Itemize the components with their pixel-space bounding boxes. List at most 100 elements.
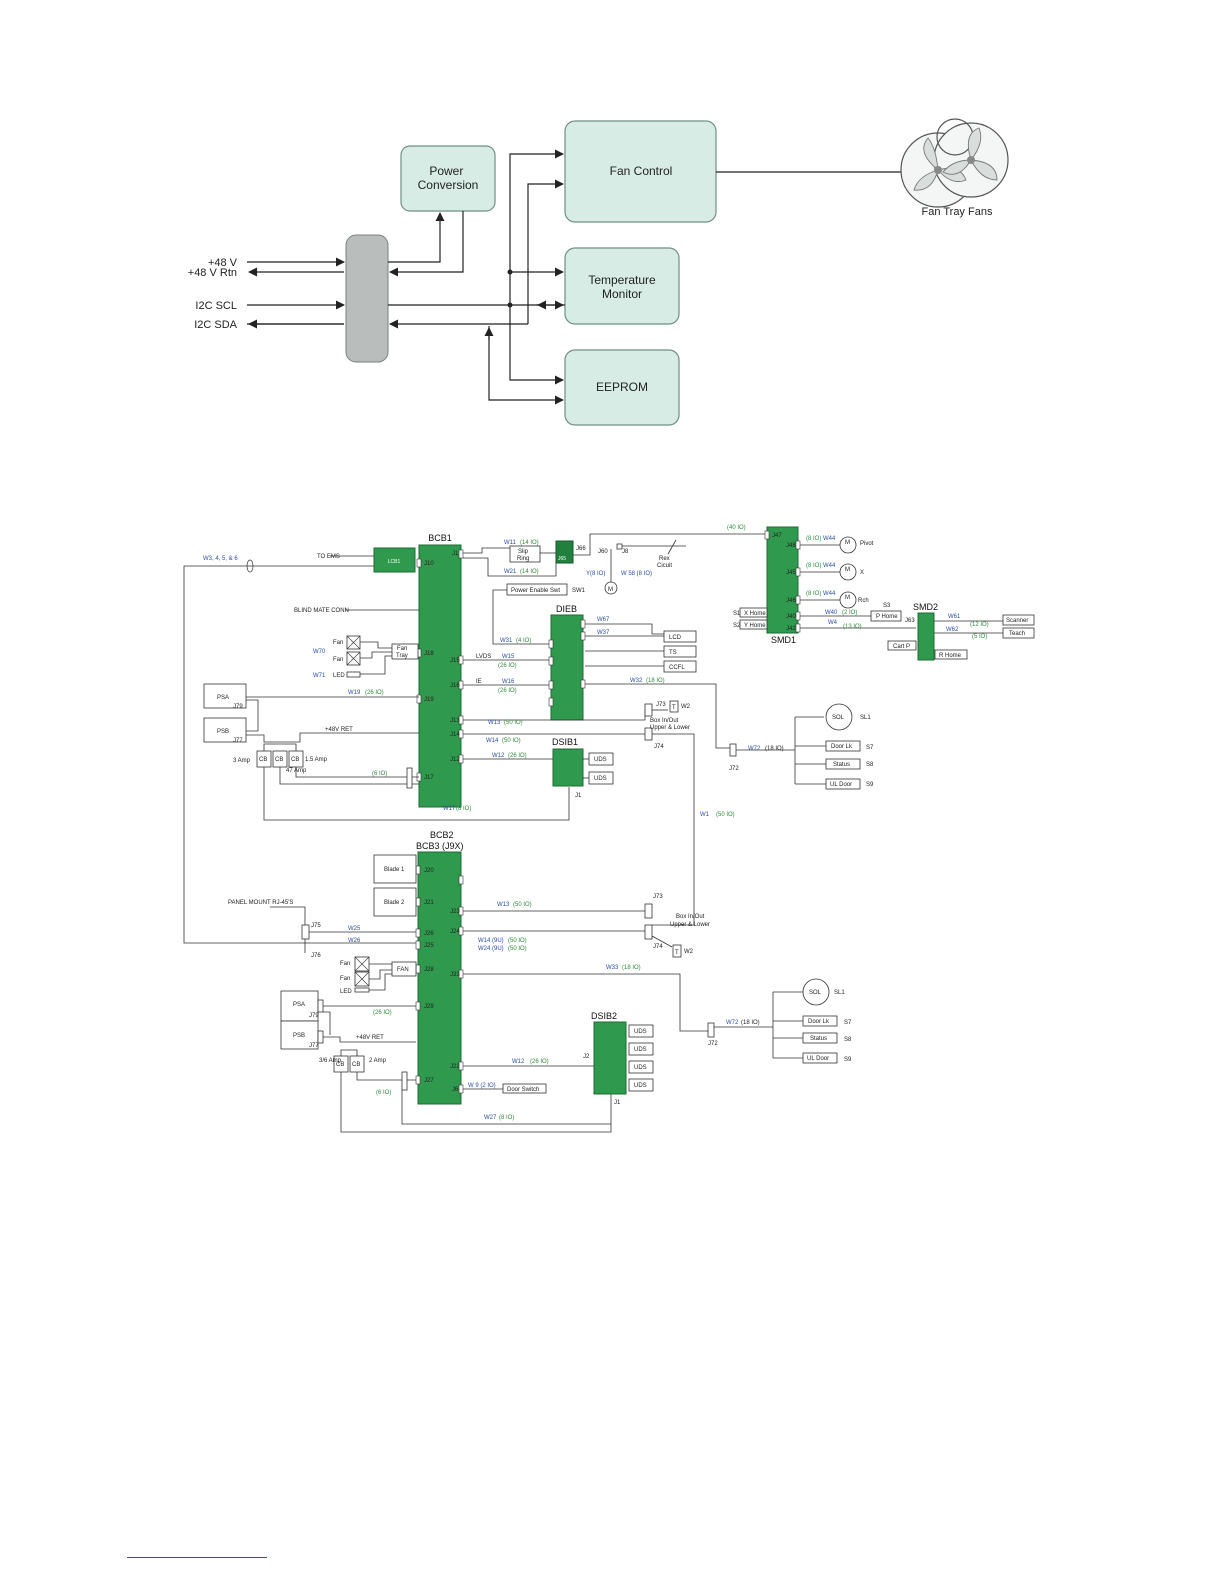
slip-ring-box (509, 545, 541, 563)
b-cb-label-2: CB (352, 1062, 360, 1068)
bcb3-label: BCB3 (J9X) (416, 841, 464, 851)
b-box-inout-text: Box In/Out (676, 914, 705, 920)
w15-label: W15 (502, 654, 515, 660)
b-j27-label: J27 (424, 1078, 434, 1084)
w44-io-3: (8 IO) (806, 591, 821, 597)
b-s7-label: S7 (844, 1020, 852, 1026)
lvds-label: LVDS (476, 654, 491, 660)
j73-connector (644, 703, 653, 717)
w67-label: W67 (597, 617, 610, 623)
m-text-1: M (845, 540, 850, 546)
scl-to-fan-control-line (509, 149, 564, 305)
b-w27-wire-2 (401, 1090, 611, 1125)
w72-label: W72 (748, 746, 761, 752)
b-psb-label: PSB (293, 1033, 305, 1039)
dsib2-board (593, 1021, 627, 1095)
j66-label: J66 (576, 546, 586, 552)
w40-io: (2 IO) (842, 610, 857, 616)
w21-cable (463, 557, 557, 577)
w1-cable (652, 733, 695, 926)
w61-io: (12 IO) (970, 622, 989, 628)
w44-label-3: W44 (823, 591, 836, 597)
w11-io: (14 IO) (520, 540, 539, 546)
bcb2-label: BCB2 (430, 830, 454, 840)
b-dsib2-j2-label: J2 (583, 1054, 590, 1060)
b-t-label: T (675, 950, 679, 956)
w4-io: (13 IO) (843, 624, 862, 630)
fan-icons-bottom (354, 956, 370, 993)
b-j23-label: J23 (450, 909, 460, 915)
j13-label: J13 (450, 718, 460, 724)
j15-label: J15 (450, 658, 460, 664)
w33-cable (463, 973, 708, 1032)
b-w14-label: W14 (9U) (478, 938, 504, 944)
amp15-label: 1.5 Amp (305, 757, 328, 763)
b-j74-connector (644, 924, 653, 940)
w31-label: W31 (500, 638, 513, 644)
connector-block (345, 234, 389, 363)
lcd-box (663, 630, 697, 643)
io6-label: (6 IO) (372, 771, 387, 777)
blade1-box (373, 854, 417, 884)
slip-text: Slip (518, 549, 529, 555)
motor-x (839, 563, 857, 581)
cb-j17-wire-2 (295, 767, 419, 778)
input-label-48v-rtn: +48 V Rtn (188, 267, 237, 279)
y-home-label: Y Home (744, 623, 766, 629)
x-home-label: X Home (744, 611, 766, 617)
blind-mate-label: BLIND MATE CONN (294, 608, 349, 614)
door-lk-box (825, 740, 861, 752)
cb-j17-wire (279, 767, 419, 785)
s1-label: S1 (733, 611, 741, 617)
w61-label: W61 (948, 614, 961, 620)
w33-label: W33 (606, 965, 619, 971)
p-home-label: P Home (876, 614, 898, 620)
fan-label-1: Fan (333, 640, 343, 646)
b-cb-j27-wire (356, 1072, 416, 1081)
m-text-2: M (845, 567, 850, 573)
b-sol-label: SOL (809, 990, 822, 996)
b-w72-label: W72 (726, 1020, 739, 1026)
b-j77-label: J77 (309, 1043, 319, 1049)
b-ps-link (323, 1011, 331, 1035)
j72-label: J72 (729, 766, 739, 772)
w62-label: W62 (946, 627, 959, 633)
w15-io: (26 IO) (498, 663, 517, 669)
cicuit-text: Cicuit (657, 563, 672, 569)
b-status-label: Status (810, 1036, 827, 1042)
psa-label: PSA (217, 695, 229, 701)
b-j20-label: J20 (424, 868, 434, 874)
eeprom-block (564, 349, 680, 426)
sol-icon (825, 703, 853, 731)
w44-io-2: (8 IO) (806, 563, 821, 569)
ring-text: Ring (517, 556, 529, 562)
b-j27-plug (401, 1071, 408, 1091)
y8-label: Y(8 IO) (586, 571, 605, 577)
b-amp36-label: 3/6 Amp (319, 1058, 342, 1064)
power-enable-label: Power Enable Swt (511, 588, 560, 594)
teach-label: Teach (1009, 631, 1025, 637)
door-lk-label: Door Lk (831, 744, 853, 750)
ccfl-box (663, 660, 697, 673)
door-switch-label: Door Switch (507, 1087, 539, 1093)
input-label-48v: +48 V (208, 257, 238, 269)
bcb3-connectors (415, 865, 464, 1094)
j16-label: J16 (450, 683, 460, 689)
junction-dot (507, 269, 513, 275)
b-door-lk-label: Door Lk (808, 1019, 830, 1025)
b-uds-label-2: UDS (634, 1047, 647, 1053)
j65-label: J65 (558, 556, 566, 562)
j73-label: J73 (656, 702, 666, 708)
w1-label: W1 (700, 812, 710, 818)
b-w12-io: (26 IO) (530, 1059, 549, 1065)
io40-label: (40 IO) (727, 525, 746, 531)
b-w27-cable (340, 1072, 612, 1133)
power-to-conversion-line (388, 212, 445, 263)
bcb3-board (417, 851, 462, 1105)
w44-label-2: W44 (823, 563, 836, 569)
status-label: Status (833, 762, 850, 768)
w25-label: W25 (348, 926, 361, 932)
j63-label: J63 (905, 618, 915, 624)
w58-label: W 58 (8 IO) (621, 571, 652, 577)
led-wire (360, 655, 392, 675)
